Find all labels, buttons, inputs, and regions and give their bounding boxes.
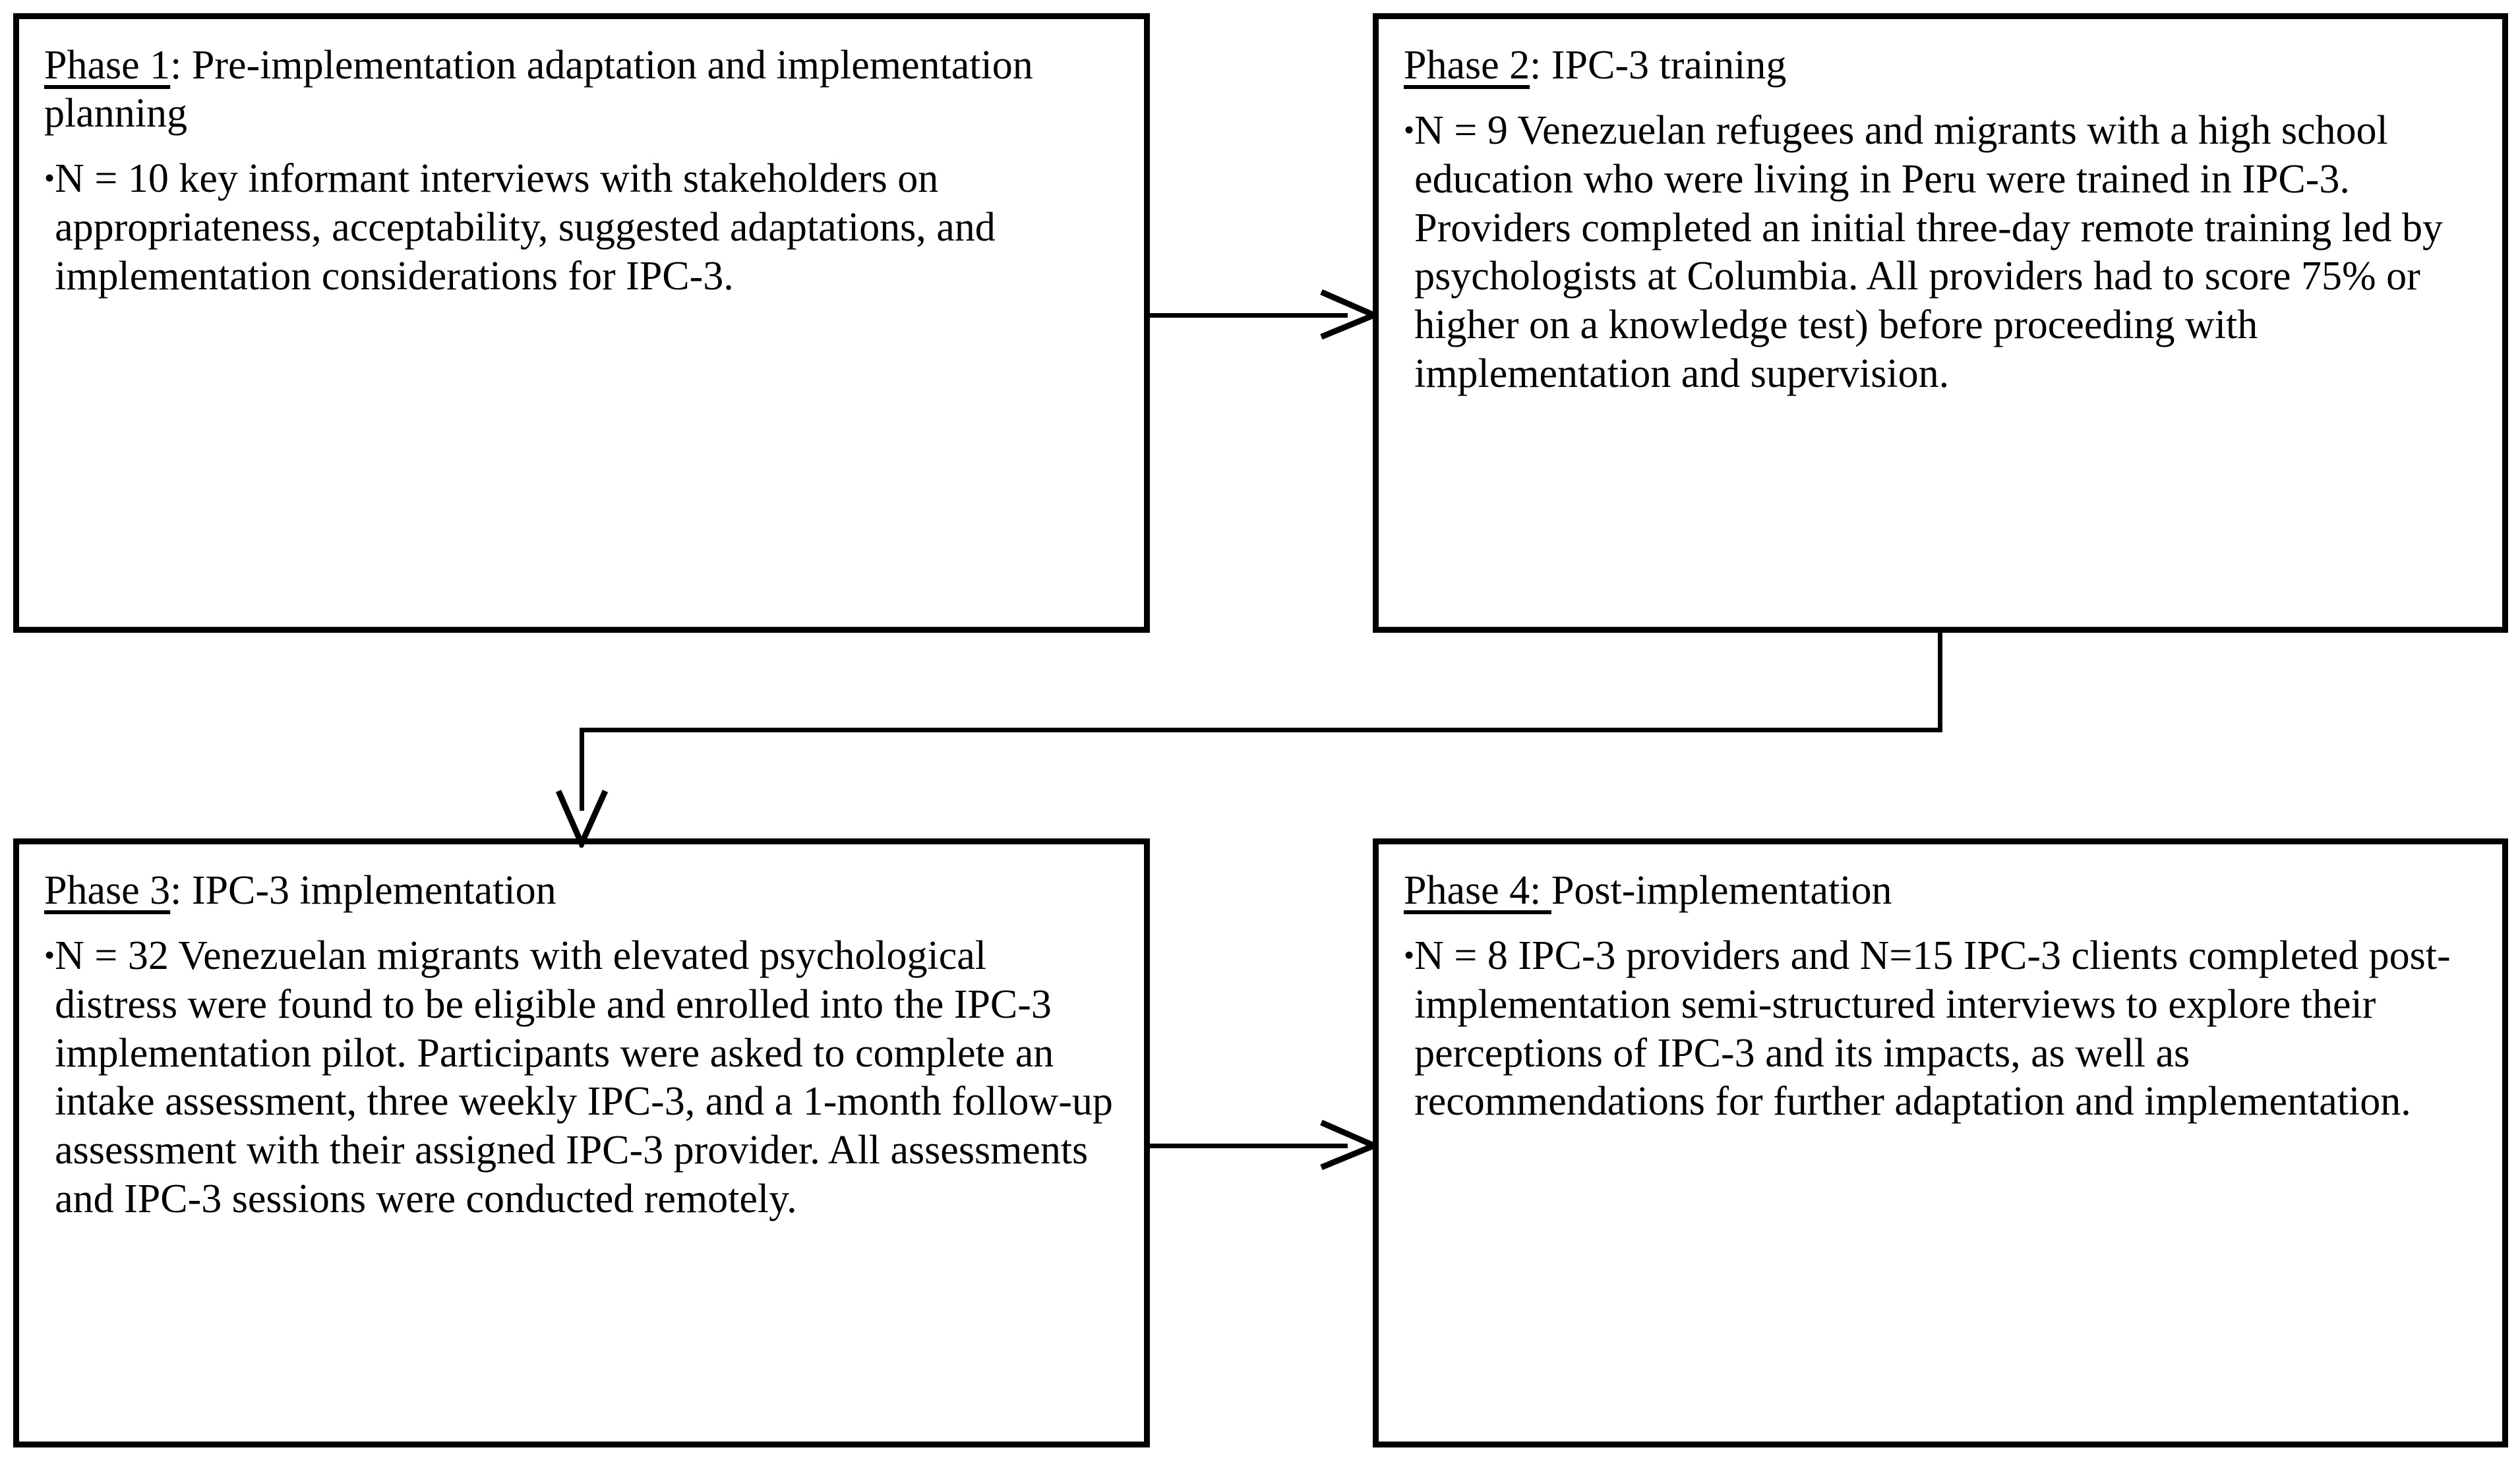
phase-bullet-phase2: • N = 9 Venezuelan refugees and migrants…: [1404, 107, 2477, 399]
phase-bullet-text-phase3: N = 32 Venezuelan migrants with elevated…: [55, 933, 1113, 1221]
bullet-icon: •: [1404, 113, 1415, 147]
phase-title-underlined-phase1: Phase 1: [44, 43, 171, 88]
phase-bullet-text-phase2: N = 9 Venezuelan refugees and migrants w…: [1414, 108, 2443, 396]
phase-title-underlined-phase2: Phase 2: [1404, 43, 1530, 88]
bullet-icon: •: [1404, 938, 1415, 972]
phase-title-rest-phase1: : Pre-implementation adaptation and impl…: [44, 43, 1033, 136]
phase-box-phase3[interactable]: Phase 3: IPC-3 implementation • N = 32 V…: [13, 838, 1150, 1447]
phase-title-phase4: Phase 4: Post-implementation: [1404, 867, 2477, 915]
phase-title-phase1: Phase 1: Pre-implementation adaptation a…: [44, 42, 1119, 138]
bullet-icon: •: [44, 161, 55, 195]
phase-bullet-text-phase4: N = 8 IPC-3 providers and N=15 IPC-3 cli…: [1414, 933, 2451, 1124]
phase-box-phase1[interactable]: Phase 1: Pre-implementation adaptation a…: [13, 13, 1150, 633]
phase-bullet-phase4: • N = 8 IPC-3 providers and N=15 IPC-3 c…: [1404, 932, 2477, 1126]
arrow-head-down-icon: [556, 788, 609, 848]
bullet-icon: •: [44, 938, 55, 972]
connector-phase2-to-phase3-vertical-down: [1938, 631, 1942, 732]
phase-title-rest-phase4: Post-implementation: [1551, 868, 1892, 913]
phase-title-phase2: Phase 2: IPC-3 training: [1404, 42, 2477, 90]
connector-phase2-to-phase3-vertical-drop: [580, 728, 584, 811]
phase-bullet-text-phase1: N = 10 key informant interviews with sta…: [55, 156, 996, 299]
phase-title-underlined-phase4: Phase 4:: [1404, 868, 1551, 913]
phase-box-phase4[interactable]: Phase 4: Post-implementation • N = 8 IPC…: [1373, 838, 2508, 1447]
phase-bullet-phase1: • N = 10 key informant interviews with s…: [44, 155, 1119, 301]
phase-title-underlined-phase3: Phase 3: [44, 868, 171, 913]
phase-title-phase3: Phase 3: IPC-3 implementation: [44, 867, 1119, 915]
phase-title-rest-phase3: : IPC-3 implementation: [170, 868, 556, 913]
connector-phase1-to-phase2-line: [1147, 313, 1348, 318]
connector-phase2-to-phase3-horizontal-left: [580, 728, 1942, 732]
connector-phase3-to-phase4-line: [1147, 1144, 1348, 1148]
phase-bullet-phase3: • N = 32 Venezuelan migrants with elevat…: [44, 932, 1119, 1224]
phase-box-phase2[interactable]: Phase 2: IPC-3 training • N = 9 Venezuel…: [1373, 13, 2508, 633]
phase-title-rest-phase2: : IPC-3 training: [1530, 43, 1787, 88]
